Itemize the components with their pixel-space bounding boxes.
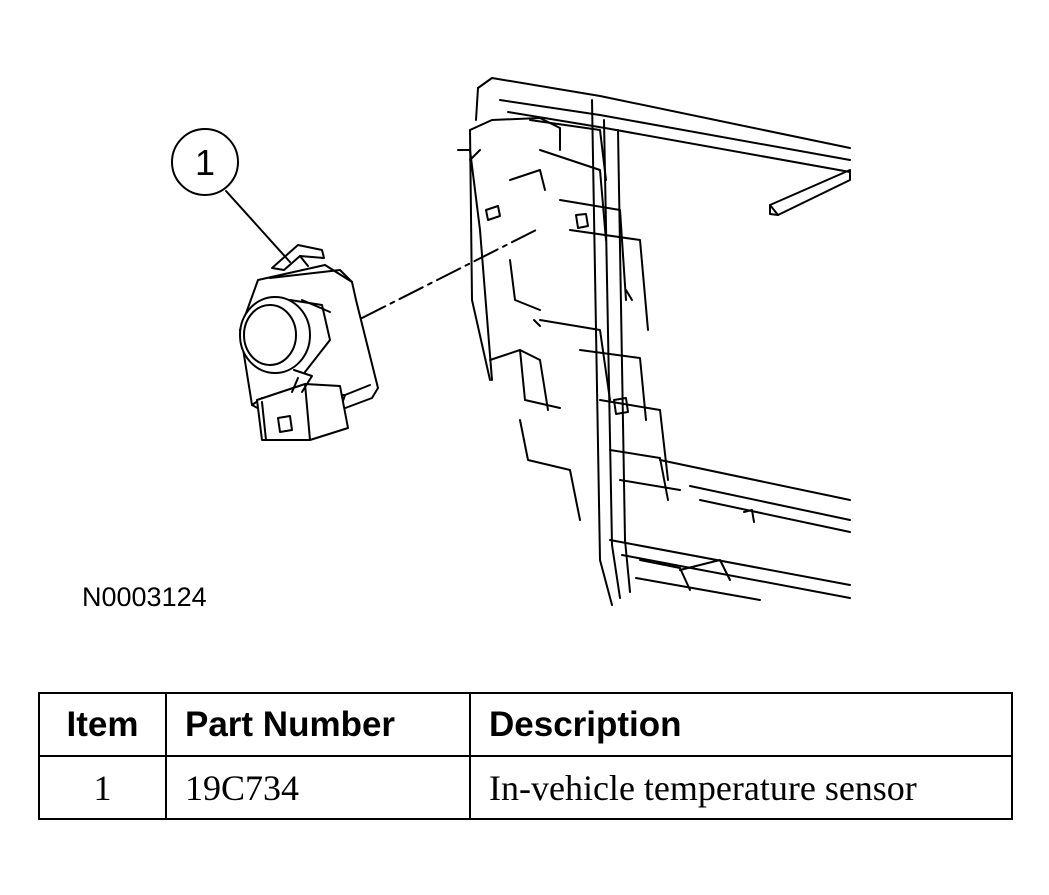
cell-part-number: 19C734 (165, 755, 471, 820)
parts-table: Item Part Number Description 1 19C734 In… (38, 692, 1013, 820)
installation-path-line (361, 227, 541, 319)
callout-number: 1 (195, 142, 215, 183)
cell-description: In-vehicle temperature sensor (469, 755, 1013, 820)
column-header-part-number: Part Number (165, 692, 471, 757)
table-header-row: Item Part Number Description (38, 692, 1013, 757)
panel-bezel-drawing (457, 77, 851, 606)
column-header-item: Item (38, 692, 167, 757)
exploded-view-illustration: 1 (171, 77, 851, 606)
table-row: 1 19C734 In-vehicle temperature sensor (38, 755, 1013, 820)
callout-1 (171, 128, 291, 263)
temperature-sensor-drawing (239, 244, 379, 441)
cell-item: 1 (38, 755, 167, 820)
callout-leader-line (225, 190, 291, 263)
column-header-description: Description (469, 692, 1013, 757)
figure-id-label: N0003124 (82, 582, 207, 612)
